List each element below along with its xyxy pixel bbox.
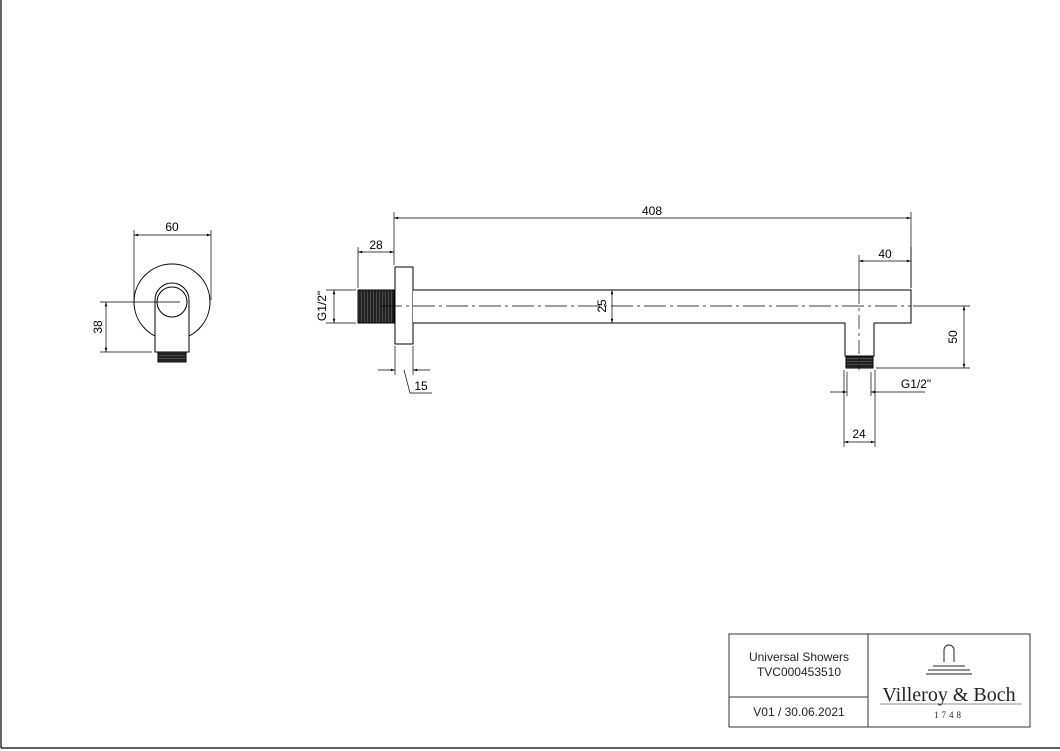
- outlet-thread: [845, 355, 874, 369]
- dim-outlet-drop: 50: [946, 330, 960, 344]
- version-date: V01 / 30.06.2021: [753, 705, 845, 719]
- dim-outlet-offset: 40: [878, 247, 892, 261]
- brand-logo-icon: [880, 644, 1022, 705]
- title-block: [728, 633, 1031, 728]
- dim-thread-length: 28: [369, 238, 383, 252]
- dim-side-width: 60: [165, 220, 179, 234]
- dim-tube-height: 25: [595, 299, 609, 313]
- label-inlet-thread: G1/2": [315, 291, 329, 321]
- dim-overall-length: 408: [642, 204, 662, 218]
- dim-side-height: 38: [91, 320, 105, 334]
- product-code: TVC000453510: [757, 665, 841, 679]
- outlet-thread: [157, 351, 187, 363]
- inlet-thread: [357, 289, 395, 324]
- main-view: [326, 212, 970, 447]
- shower-arm: [413, 289, 912, 357]
- dim-flange-thickness: 15: [414, 379, 428, 393]
- wall-flange: [394, 266, 414, 345]
- product-line: Universal Showers: [749, 650, 849, 664]
- side-view: [100, 230, 212, 363]
- dim-outlet-width: 24: [852, 427, 866, 441]
- label-outlet-thread: G1/2": [901, 377, 931, 391]
- brand-name: Villeroy & Boch: [882, 684, 1015, 706]
- brand-year: 1748: [934, 710, 964, 720]
